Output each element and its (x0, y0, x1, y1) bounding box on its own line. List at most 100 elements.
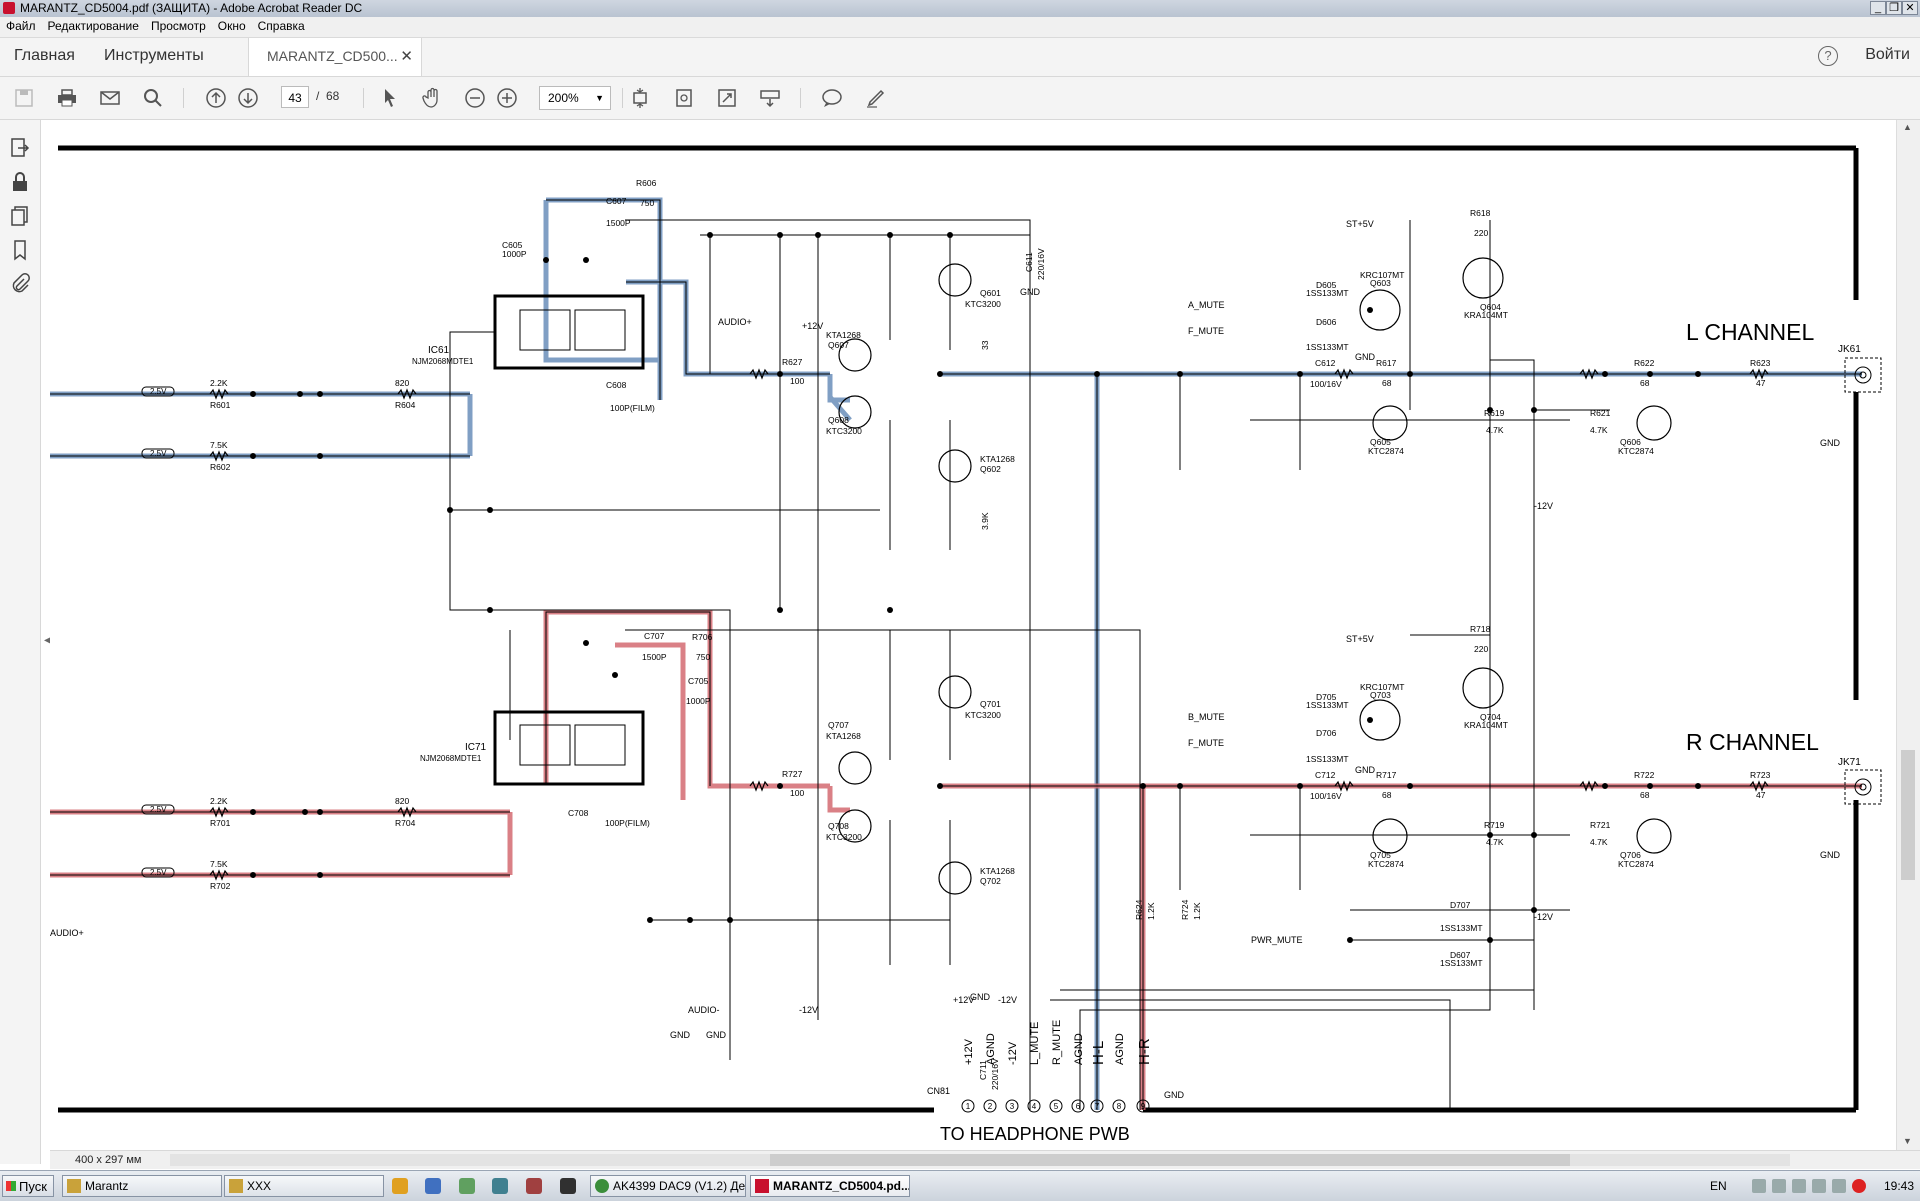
tab-home[interactable]: Главная (14, 47, 75, 64)
menu-file[interactable]: Файл (6, 19, 36, 33)
quicklaunch-icon-3[interactable] (459, 1178, 475, 1194)
task-acrobat[interactable]: MARANTZ_CD5004.pd... (750, 1175, 910, 1197)
page-thumbnails-icon[interactable] (8, 204, 32, 228)
quicklaunch-icon-6[interactable] (560, 1178, 576, 1194)
ref-c608: C608 (606, 380, 627, 390)
fit-page-icon[interactable] (628, 86, 652, 110)
export-pdf-icon[interactable] (8, 136, 32, 160)
ref-c611: C611 (1024, 252, 1034, 272)
gnd-label-q603: GND (1355, 352, 1376, 362)
task-browser[interactable]: AK4399 DAC9 (V1.2) Де... (590, 1175, 746, 1197)
tab-document[interactable]: MARANTZ_CD500... ✕ (248, 38, 422, 76)
hand-tool-icon[interactable] (420, 86, 444, 110)
ref-q706: Q706 (1620, 850, 1641, 860)
quicklaunch-icon-5[interactable] (526, 1178, 542, 1194)
save-icon[interactable] (12, 86, 36, 110)
page-number-input[interactable]: 43 (281, 86, 309, 108)
ref-c712: C712 (1315, 770, 1336, 780)
select-pointer-icon[interactable] (378, 86, 402, 110)
ref-q602: Q602 (980, 464, 1001, 474)
to-headphone-label: TO HEADPHONE PWB (940, 1124, 1130, 1144)
pin-9: 9 (1141, 1102, 1146, 1111)
v25-tag-1: 2.5V (150, 387, 167, 396)
login-button[interactable]: Войти (1865, 46, 1910, 63)
print-icon[interactable] (55, 86, 79, 110)
scroll-thumb[interactable] (1901, 750, 1915, 880)
part-d607: 1SS133MT (1440, 958, 1483, 968)
scroll-down-icon[interactable]: ▼ (1903, 1136, 1912, 1146)
r-channel-label: R CHANNEL (1686, 729, 1819, 755)
ic61-label: IC61 (428, 345, 450, 356)
attachment-icon[interactable] (8, 272, 32, 296)
rotate-view-icon[interactable] (672, 86, 696, 110)
scroll-up-icon[interactable]: ▲ (1903, 122, 1912, 132)
horizontal-scroll-thumb[interactable] (770, 1154, 1570, 1166)
menu-view[interactable]: Просмотр (150, 19, 206, 33)
menu-edit[interactable]: Редактирование (47, 19, 139, 33)
ref-r717: R717 (1376, 770, 1397, 780)
search-icon[interactable] (141, 86, 165, 110)
ref-d705: D705 (1316, 692, 1337, 702)
tray-icon-2[interactable] (1772, 1179, 1786, 1193)
bookmark-icon[interactable] (8, 238, 32, 262)
zoom-in-icon[interactable] (495, 86, 519, 110)
ref-r622: R622 (1634, 358, 1655, 368)
prev-page-icon[interactable] (204, 86, 228, 110)
folder-icon (229, 1179, 243, 1193)
collapse-panel-icon[interactable]: ◀ (44, 635, 52, 646)
menu-help[interactable]: Справка (257, 19, 305, 33)
ref-q607: Q607 (828, 340, 849, 350)
tray-icon-1[interactable] (1752, 1179, 1766, 1193)
tray-icon-3[interactable] (1792, 1179, 1806, 1193)
pin-4: 4 (1032, 1102, 1037, 1111)
val-r612: 3.9K (980, 512, 990, 530)
part-q602: KTA1268 (980, 454, 1015, 464)
mail-icon[interactable] (98, 86, 122, 110)
vertical-scrollbar[interactable]: ▲ ▼ (1896, 120, 1920, 1150)
lock-icon[interactable] (8, 170, 32, 194)
f-mute-label: F_MUTE (1188, 326, 1224, 336)
zoom-out-icon[interactable] (463, 86, 487, 110)
audio-plus-label-left: AUDIO+ (50, 928, 84, 938)
schematic-drawing: 1 2 3 4 5 6 7 8 9 +12V AGND -12V L_MUTE … (50, 145, 1882, 1144)
part-q607: KTA1268 (826, 330, 861, 340)
cn81-label: CN81 (927, 1086, 950, 1096)
minimize-icon[interactable]: _ (1870, 1, 1886, 15)
quicklaunch-icon-1[interactable] (392, 1178, 408, 1194)
language-indicator[interactable]: EN (1710, 1179, 1727, 1193)
pin-label-1: +12V (963, 1038, 975, 1065)
quicklaunch-icon-2[interactable] (425, 1178, 441, 1194)
tray-icon-4[interactable] (1812, 1179, 1826, 1193)
val-r627: 100 (790, 376, 804, 386)
help-icon[interactable]: ? (1818, 46, 1838, 66)
close-tab-icon[interactable]: ✕ (400, 48, 413, 65)
task-xxx[interactable]: XXX (224, 1175, 384, 1197)
highlight-pen-icon[interactable] (864, 86, 888, 110)
comment-icon[interactable] (820, 86, 844, 110)
part-q707: KTA1268 (826, 731, 861, 741)
ic71-part-label: NJM2068MDTE1 (420, 754, 482, 763)
task-marantz[interactable]: Marantz (62, 1175, 222, 1197)
next-page-icon[interactable] (236, 86, 260, 110)
ref-r617: R617 (1376, 358, 1397, 368)
full-screen-icon[interactable] (715, 86, 739, 110)
tray-icon-5[interactable] (1832, 1179, 1846, 1193)
jk61-label: JK61 (1838, 344, 1861, 355)
val-r717: 68 (1382, 790, 1392, 800)
document-viewport[interactable]: 1 2 3 4 5 6 7 8 9 +12V AGND -12V L_MUTE … (50, 120, 1896, 1150)
restore-icon[interactable]: ❐ (1886, 1, 1902, 15)
val-r617: 68 (1382, 378, 1392, 388)
start-button[interactable]: Пуск (2, 1175, 54, 1197)
zoom-select[interactable]: 200%▼ (539, 86, 611, 110)
status-bar: 400 x 297 мм (50, 1150, 1920, 1169)
b-mute-label: B_MUTE (1188, 712, 1225, 722)
ref-d606: D606 (1316, 317, 1337, 327)
val-c611: 220/16V (1036, 248, 1046, 280)
keyboard-scroll-icon[interactable] (758, 86, 782, 110)
plus12-label: +12V (802, 321, 823, 331)
quicklaunch-icon-4[interactable] (492, 1178, 508, 1194)
mail-tray-icon[interactable] (1852, 1179, 1866, 1193)
tab-tools[interactable]: Инструменты (104, 47, 204, 64)
menu-window[interactable]: Окно (217, 19, 246, 33)
close-icon[interactable]: ✕ (1902, 1, 1918, 15)
